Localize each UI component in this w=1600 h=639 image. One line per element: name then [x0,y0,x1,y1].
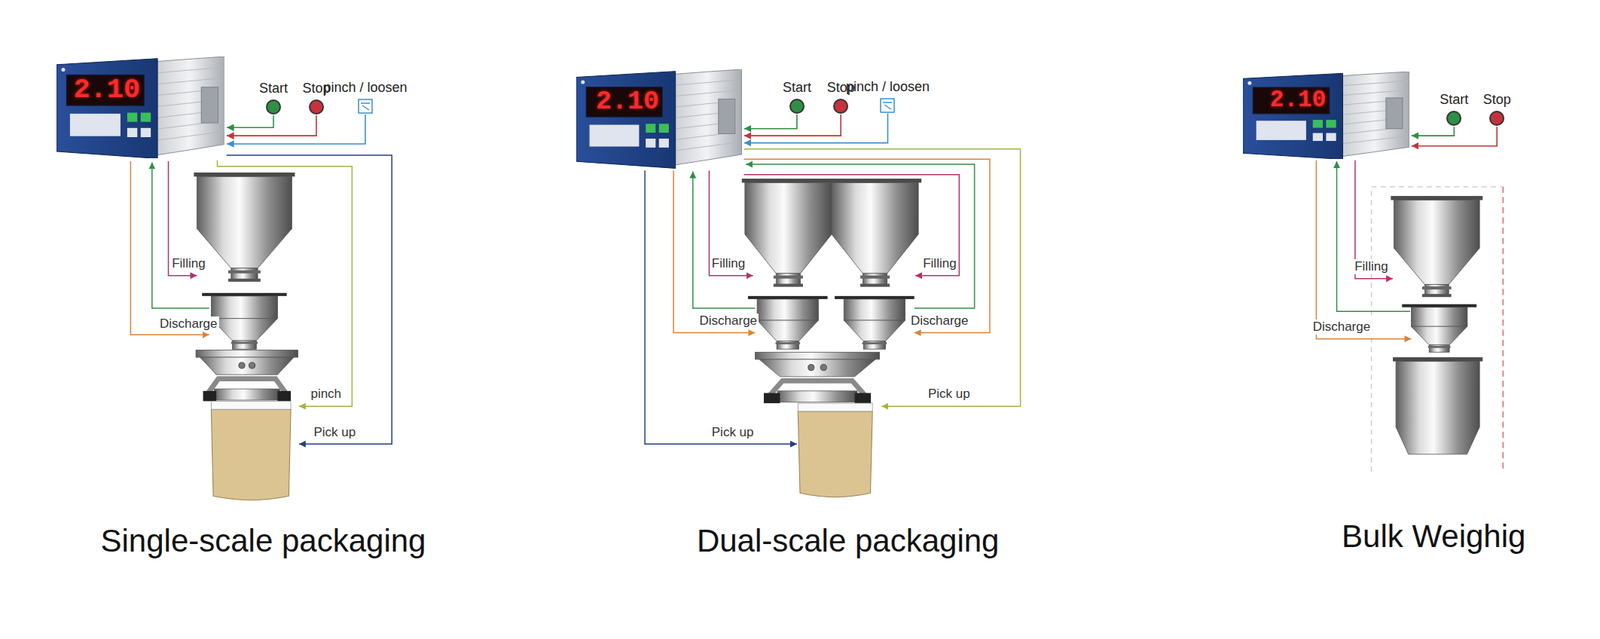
hopper-rim [193,172,295,177]
signal-wire [226,115,274,128]
weight-readout: 2.10 [1252,87,1326,114]
button-symbol [833,98,849,114]
control-wire [644,170,797,444]
control-wire [1337,161,1411,312]
weighing-indicator: 2.10 [1242,71,1410,159]
signal-label: Pick up [926,386,972,402]
signal-wire [744,114,841,136]
panel-caption: Bulk Weighig [1340,518,1527,555]
button-label: Start [1438,91,1470,108]
control-wire [745,164,975,309]
feed-hopper [1393,200,1480,298]
signal-label: Pick up [312,424,358,440]
bag-clamp [195,350,298,402]
button-label: pinch / loosen [844,78,932,95]
control-wire [152,161,210,309]
indicator-housing [576,69,742,168]
signal-label: Filling [710,256,747,272]
signal-label: Pick up [710,424,756,440]
receiving-bin [1392,357,1483,455]
push-button: Stop [1481,91,1513,126]
signal-label: Filling [170,256,207,272]
indicator-housing [56,56,226,159]
button-symbol [308,99,324,115]
weigh-hopper [1401,304,1477,353]
control-wire [217,160,353,407]
signal-label: pinch [308,386,343,402]
weigh-hopper [834,296,915,349]
panel-caption: Dual-scale packaging [695,522,1002,559]
indicator-housing [1242,71,1410,159]
button-symbol [1446,110,1462,126]
weight-readout: 2.10 [66,74,141,106]
panel-caption: Single-scale packaging [99,522,428,559]
button-label: Stop [1481,91,1513,108]
control-wire [708,170,753,276]
button-label: Start [781,79,813,96]
bag [210,400,291,500]
push-button: Start [257,79,290,115]
control-wire [743,158,990,333]
signal-wire [226,114,366,144]
signal-wire [1411,126,1497,147]
control-wire [673,170,755,333]
bag-clamp [754,351,880,404]
button-symbol [789,98,805,114]
equipment [130,149,1503,501]
control-wire [693,171,756,309]
weighing-indicator: 2.10 [576,69,742,168]
signal-wire [744,114,797,129]
signal-wire [1411,126,1455,136]
button-label: pinch / loosen [321,79,409,96]
signal-label: Filling [921,256,958,272]
frame-line [1371,186,1504,472]
switch-symbol [357,98,373,114]
bag [797,403,873,498]
control-wire [130,161,209,335]
weigh-hopper [748,296,828,349]
signal-wire [226,115,317,136]
frame-line [1502,186,1505,472]
signal-label: Filling [1352,259,1390,275]
button-symbol [265,99,281,115]
signal-wire [744,113,889,144]
feed-hopper [745,182,832,287]
push-button: Start [781,79,813,114]
feed-hopper [196,176,292,282]
switch-symbol [879,97,895,113]
weight-readout: 2.10 [586,87,660,117]
control-wire [1316,160,1411,339]
control-wire [743,149,1020,407]
toggle-switch: pinch / loosen [321,79,409,114]
control-wire [226,155,392,444]
hopper-rim [1390,195,1483,200]
hopper-rim [741,178,922,183]
button-label: Start [257,79,290,97]
signal-label: Discharge [909,313,971,329]
weighing-indicator: 2.10 [56,56,226,159]
push-button: Start [1438,91,1470,126]
toggle-switch: pinch / loosen [844,78,932,113]
signal-label: Discharge [158,316,220,332]
control-wire [743,174,959,276]
signal-label: Discharge [698,313,760,329]
signal-label: Discharge [1311,319,1373,335]
button-symbol [1489,110,1505,126]
feed-hopper [831,182,919,287]
